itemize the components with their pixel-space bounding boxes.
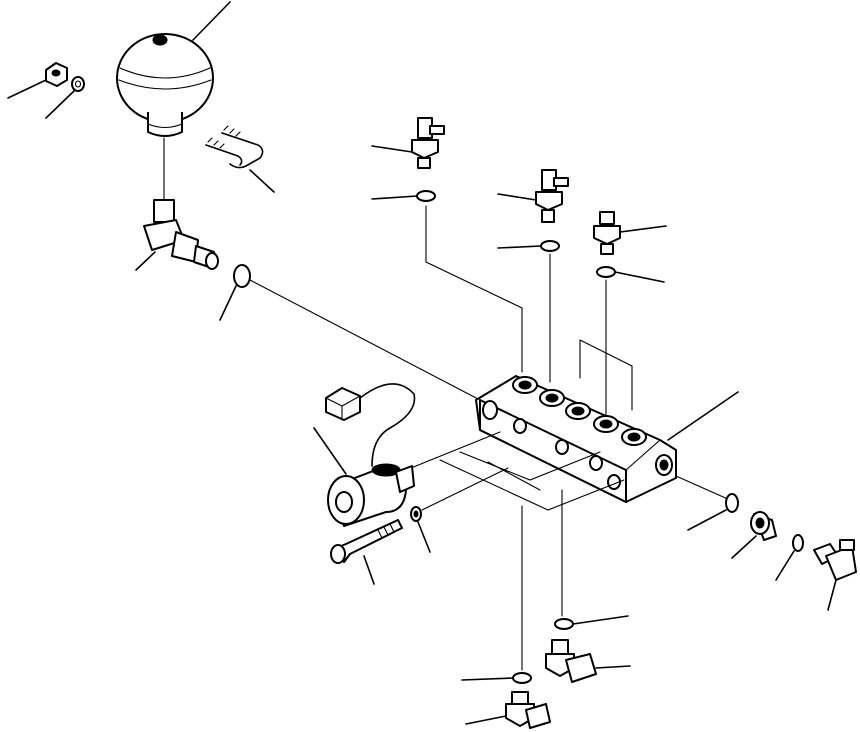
elbow-fitting-lower	[505, 691, 551, 729]
leader-elbow-fitting	[135, 251, 156, 271]
solenoid	[327, 463, 415, 527]
o-ring	[792, 534, 804, 552]
leader-washer-2	[417, 521, 431, 553]
leader-u-clip	[249, 169, 275, 193]
leader-elbow-fitting-lower-1	[595, 665, 631, 669]
axis-bracket	[579, 339, 633, 411]
tee-fitting	[411, 117, 445, 169]
leader-valve-block	[667, 391, 739, 441]
leader-o-ring-right	[687, 509, 727, 531]
accumulator	[116, 33, 214, 137]
valve-block	[475, 375, 677, 503]
leader-o-ring-left	[219, 285, 237, 321]
axis-fitting-1	[425, 205, 523, 373]
leader-tee-fitting-1	[371, 145, 413, 153]
elbow-fitting-lower	[545, 639, 597, 683]
leader-accumulator	[192, 1, 231, 41]
leader-o-ring-far	[775, 550, 795, 581]
leader-solenoid	[313, 427, 347, 475]
leader-plug	[731, 535, 757, 559]
u-clip	[205, 125, 264, 169]
axis-solenoid	[405, 431, 625, 511]
o-ring	[233, 264, 251, 288]
washer	[410, 506, 422, 522]
leader-elbow-fitting-lower-2	[465, 715, 507, 725]
axis-right	[675, 475, 731, 501]
o-ring	[596, 266, 616, 278]
o-ring	[554, 618, 574, 630]
washer	[71, 76, 85, 92]
leader-o-ring-3	[614, 271, 665, 283]
leader-o-ring-1	[371, 195, 418, 200]
o-ring	[725, 493, 739, 513]
leader-nut	[7, 79, 47, 99]
plug	[750, 511, 777, 541]
leader-tee-fitting-right	[827, 579, 837, 611]
elbow-fitting	[143, 199, 219, 270]
leader-o-ring-bottom-1	[572, 615, 629, 625]
tee-fitting	[813, 539, 857, 581]
leader-o-ring-2	[497, 245, 542, 249]
leader-tee-fitting-2	[497, 193, 537, 201]
tee-fitting	[535, 169, 569, 223]
axis-solenoid-2	[459, 451, 601, 491]
axis-bolt	[421, 467, 509, 511]
o-ring	[512, 672, 532, 684]
o-ring	[416, 190, 436, 202]
o-ring	[540, 240, 560, 252]
bolt	[330, 519, 403, 564]
nut	[45, 62, 68, 87]
leader-washer	[45, 90, 75, 119]
leader-o-ring-bottom-2	[461, 677, 514, 681]
axis-o-ring-left	[249, 279, 481, 401]
leader-bolt	[363, 555, 375, 585]
connector	[325, 383, 416, 467]
leader-straight-fitting	[619, 225, 667, 233]
straight-fitting	[593, 211, 621, 255]
